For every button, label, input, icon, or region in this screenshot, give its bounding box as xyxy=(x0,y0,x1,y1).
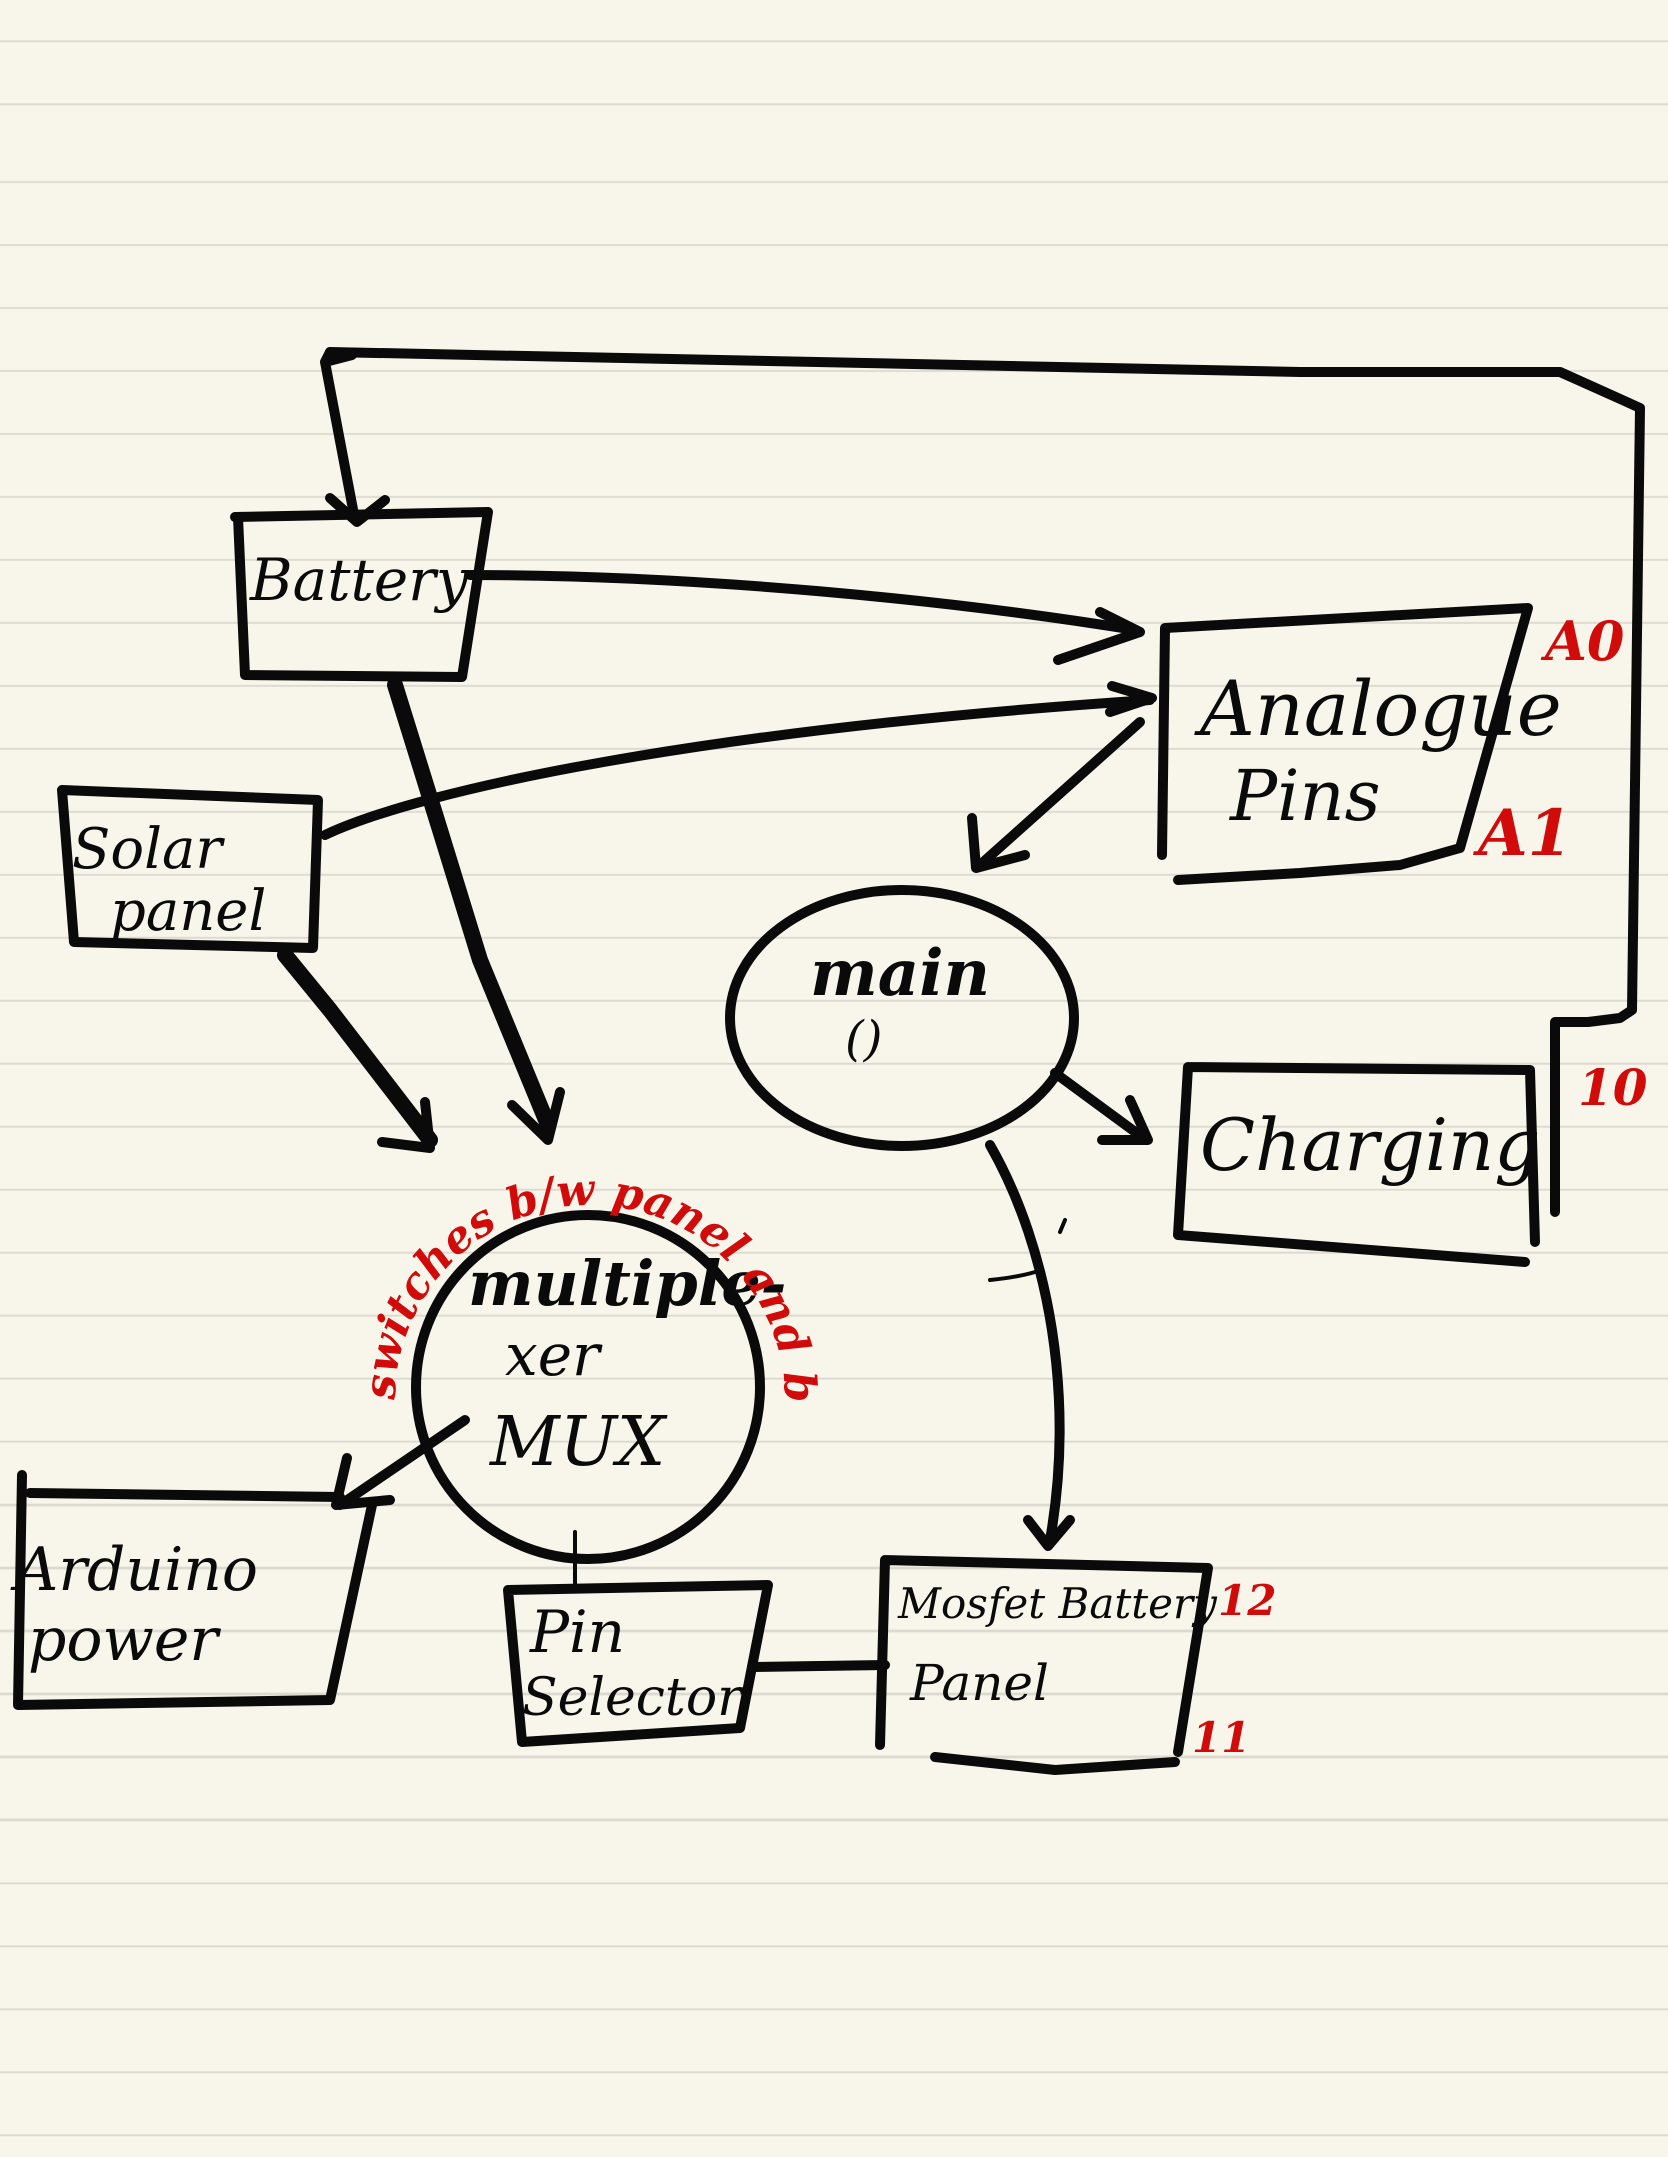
solar-label-line2: panel xyxy=(110,879,266,944)
pin-selector-to-mosfet xyxy=(747,1660,890,1672)
analogue-to-main xyxy=(975,717,1145,870)
multiplexer-circle xyxy=(411,1210,765,1564)
battery-to-analogue xyxy=(465,570,1140,635)
main-ellipse xyxy=(725,885,1079,1151)
mux-label-line3: MUX xyxy=(488,1403,668,1482)
arduino-power-box xyxy=(13,1470,377,1710)
mosfet-box xyxy=(875,1555,1213,1775)
charging-arrowhead xyxy=(1097,1095,1153,1145)
battery-to-mux xyxy=(387,677,556,1133)
main-to-charging xyxy=(1050,1068,1147,1142)
solar-to-mux xyxy=(277,947,438,1148)
annotation-a0: A0 xyxy=(1540,609,1624,673)
solar-to-analogue xyxy=(320,695,1155,840)
annotation-curved-note: switches b/w panel and battery xyxy=(0,0,826,1404)
analogue-label-line1: Analogue xyxy=(1194,664,1562,753)
mux-label-line1: multiple- xyxy=(468,1247,787,1320)
mosfet-label-line1: Mosfet Battery xyxy=(897,1579,1218,1628)
pin-selector-label-line2: Selector xyxy=(522,1668,745,1728)
main-label-line1: main xyxy=(810,936,990,1011)
mosfet-label-line2: Panel xyxy=(909,1654,1049,1712)
main-to-mosfet xyxy=(985,1140,1065,1545)
stray-mark xyxy=(988,1218,1067,1282)
main-top-arrowhead xyxy=(967,813,1030,873)
arduino-label-line2: power xyxy=(28,1605,221,1675)
analogue-pins-box xyxy=(1157,603,1533,885)
pin-selector-label-line1: Pin xyxy=(529,1598,625,1666)
charging-to-battery-loop xyxy=(320,347,1645,1217)
annotation-pin10: 10 xyxy=(1578,1058,1648,1117)
annotation-pin12: 12 xyxy=(1218,1576,1276,1625)
analogue-label-line2: Pins xyxy=(1228,755,1381,837)
arduino-label-line1: Arduino xyxy=(10,1535,258,1605)
mosfet-arrowhead xyxy=(1023,1515,1075,1551)
analogue-arrowhead-top xyxy=(1053,607,1145,665)
solar-panel-box xyxy=(57,785,323,953)
mux-left-arrowhead xyxy=(377,1097,435,1153)
annotation-a1: A1 xyxy=(1473,796,1572,871)
mux-to-arduino xyxy=(335,1415,470,1510)
charging-box xyxy=(1173,1062,1540,1267)
mux-label-line2: xer xyxy=(505,1321,603,1389)
curved-note-path: switches b/w panel and battery xyxy=(0,0,826,1404)
analogue-arrowhead-bottom xyxy=(1105,681,1157,717)
battery-label: Battery xyxy=(249,546,470,614)
mux-top-arrowhead xyxy=(507,1087,565,1145)
pin-selector-box xyxy=(503,1580,773,1747)
main-label-line2: () xyxy=(845,1011,882,1067)
solar-label-line1: Solar xyxy=(72,817,225,882)
battery-down-arrowhead xyxy=(325,493,390,527)
arduino-arrowhead xyxy=(331,1453,395,1510)
annotation-pin11: 11 xyxy=(1192,1713,1250,1762)
charging-label: Charging xyxy=(1200,1103,1540,1187)
